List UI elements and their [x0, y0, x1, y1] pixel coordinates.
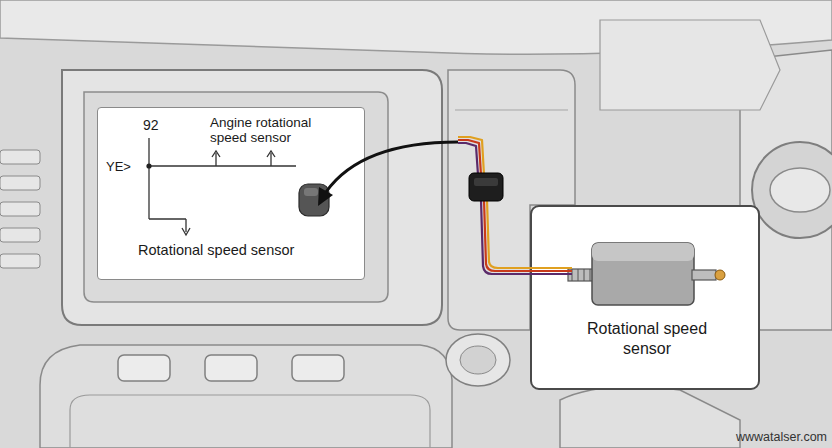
left-ribs	[0, 176, 40, 190]
schematic-arrow	[182, 228, 190, 235]
intake-manifold	[70, 395, 430, 448]
engine-cover	[62, 70, 442, 325]
left-ribs	[0, 228, 40, 242]
sensor-stud	[692, 270, 716, 280]
sensor-label: Angine rotational speed sensor	[210, 115, 334, 145]
left-ribs	[0, 150, 40, 164]
right-component	[770, 168, 830, 212]
sensor-icon	[299, 184, 329, 216]
right-component	[752, 142, 832, 238]
schematic-line	[215, 153, 216, 166]
intake-manifold	[205, 355, 257, 381]
engine-cover	[84, 92, 388, 302]
round-pipe	[446, 334, 510, 386]
schematic-line	[149, 165, 296, 166]
intake-manifold	[40, 345, 452, 448]
round-pipe	[560, 387, 740, 448]
schematic-line	[185, 219, 186, 232]
sensor-stud	[568, 269, 594, 281]
watermark: wwwatalser.com	[736, 430, 827, 444]
sensor-stud	[572, 269, 590, 281]
junction-dot	[146, 163, 151, 168]
intake-manifold	[292, 355, 344, 381]
schematic-arrow	[267, 151, 275, 157]
schematic-line	[270, 153, 271, 166]
round-pipe	[460, 346, 496, 374]
intake-manifold	[118, 355, 170, 381]
callout-box: Rotational speed sensor	[530, 205, 760, 390]
center-housing	[455, 110, 568, 111]
schematic-line	[148, 138, 149, 219]
schematic-line	[149, 218, 186, 219]
sensor-label: Rotational speed sensor	[138, 242, 294, 259]
sensor-tip	[715, 270, 725, 280]
sensor-body	[592, 243, 694, 305]
signal-name: YE>	[106, 159, 131, 175]
wire-harness	[458, 137, 484, 175]
sensor-icon	[304, 188, 318, 196]
left-ribs	[0, 202, 40, 216]
harness-connector	[474, 178, 498, 186]
harness-connector	[469, 173, 503, 201]
left-ribs	[0, 150, 40, 268]
schematic-arrow	[212, 151, 220, 157]
engine-cover	[62, 70, 442, 325]
right-component	[600, 20, 780, 110]
sensor-body	[592, 243, 694, 261]
callout-title: Rotational speed sensor	[572, 319, 722, 359]
wire-harness	[458, 140, 481, 175]
label-panel: 92 Angine rotational speed sensorYE> Rotat…	[97, 107, 365, 280]
callout-number: 92	[143, 117, 159, 134]
harness-connector	[469, 173, 503, 201]
left-ribs	[0, 254, 40, 268]
sensor-drawing	[532, 207, 762, 392]
wire-harness	[458, 143, 478, 175]
intake-manifold	[40, 345, 452, 448]
